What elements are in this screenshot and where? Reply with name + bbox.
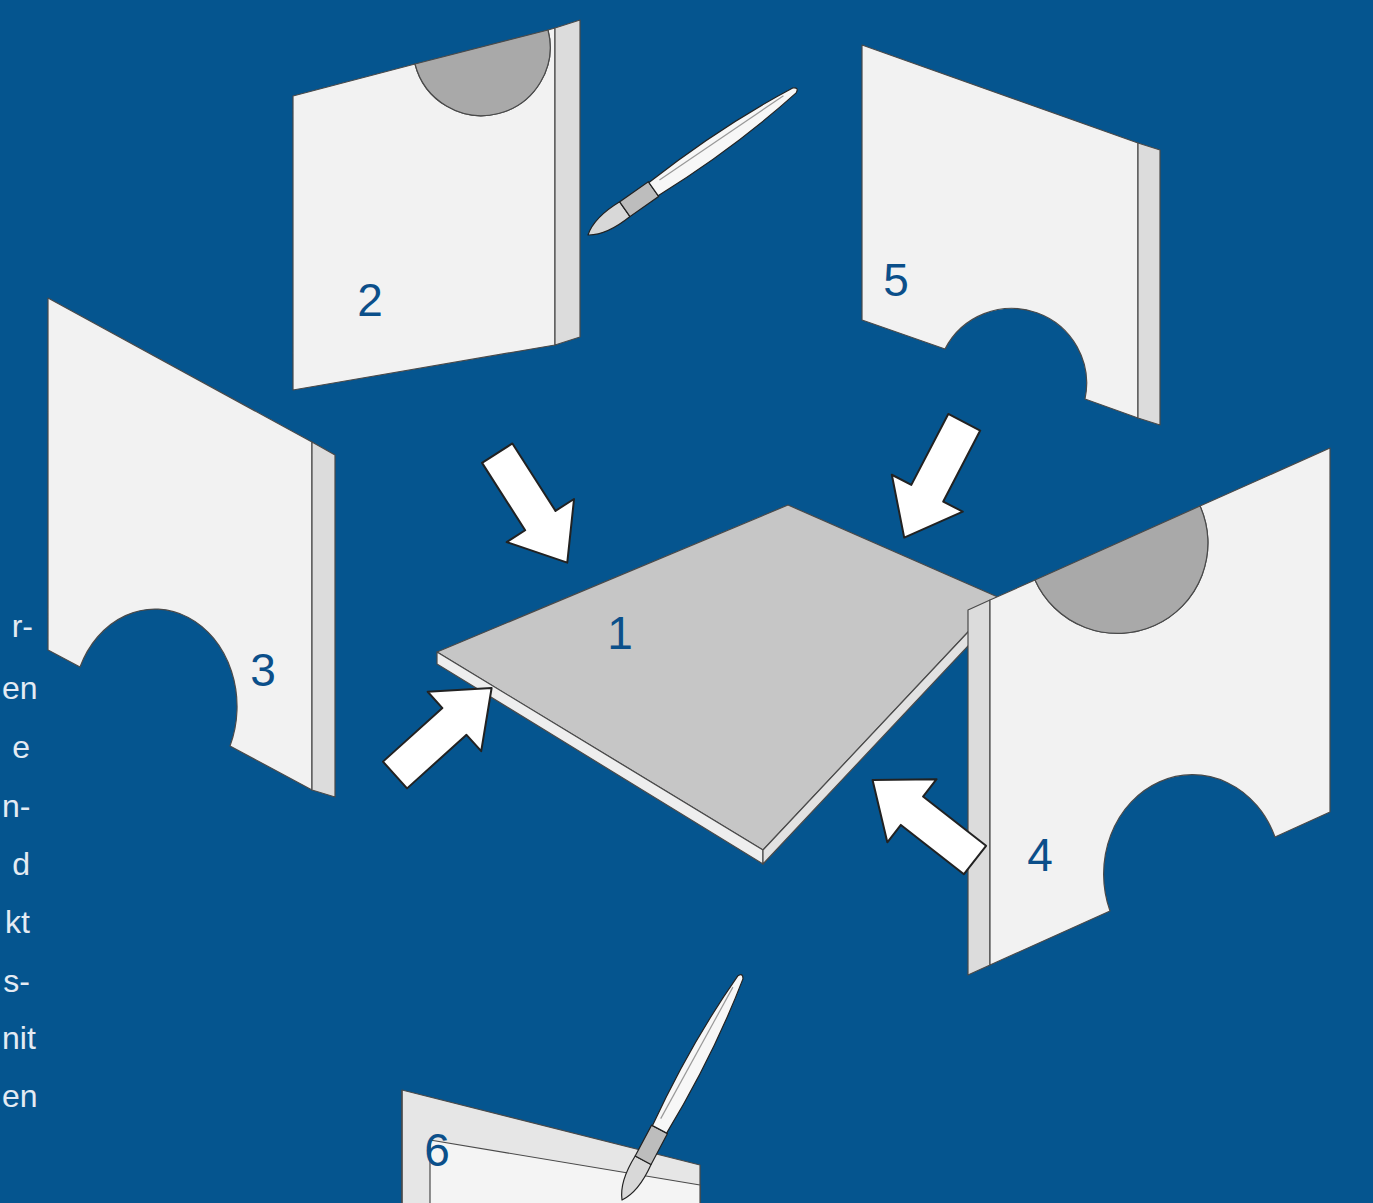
divider-panel bbox=[402, 1090, 700, 1203]
callout-number: 3 bbox=[250, 647, 276, 693]
side-panel bbox=[862, 45, 1160, 425]
side-panel bbox=[293, 20, 580, 390]
callout-number: 1 bbox=[607, 610, 633, 656]
text-fragment: n- bbox=[2, 790, 30, 822]
callout-number: 4 bbox=[1027, 832, 1053, 878]
text-fragment: kt bbox=[5, 906, 30, 938]
assembly-arrows bbox=[368, 404, 999, 892]
text-fragment: r- bbox=[12, 610, 33, 642]
callout-number: 6 bbox=[424, 1127, 450, 1173]
text-fragment: e bbox=[12, 731, 30, 763]
callout-number: 5 bbox=[883, 257, 909, 303]
side-panel bbox=[968, 448, 1330, 975]
paint-brush bbox=[582, 81, 802, 243]
text-fragment: d bbox=[12, 848, 30, 880]
callout-number: 2 bbox=[357, 277, 383, 323]
paint-brush bbox=[613, 970, 750, 1203]
side-panel bbox=[48, 298, 335, 797]
text-fragment: en bbox=[2, 672, 38, 704]
text-fragment: nit bbox=[2, 1022, 36, 1054]
text-fragment: s- bbox=[3, 965, 30, 997]
text-fragment: en bbox=[2, 1080, 38, 1112]
